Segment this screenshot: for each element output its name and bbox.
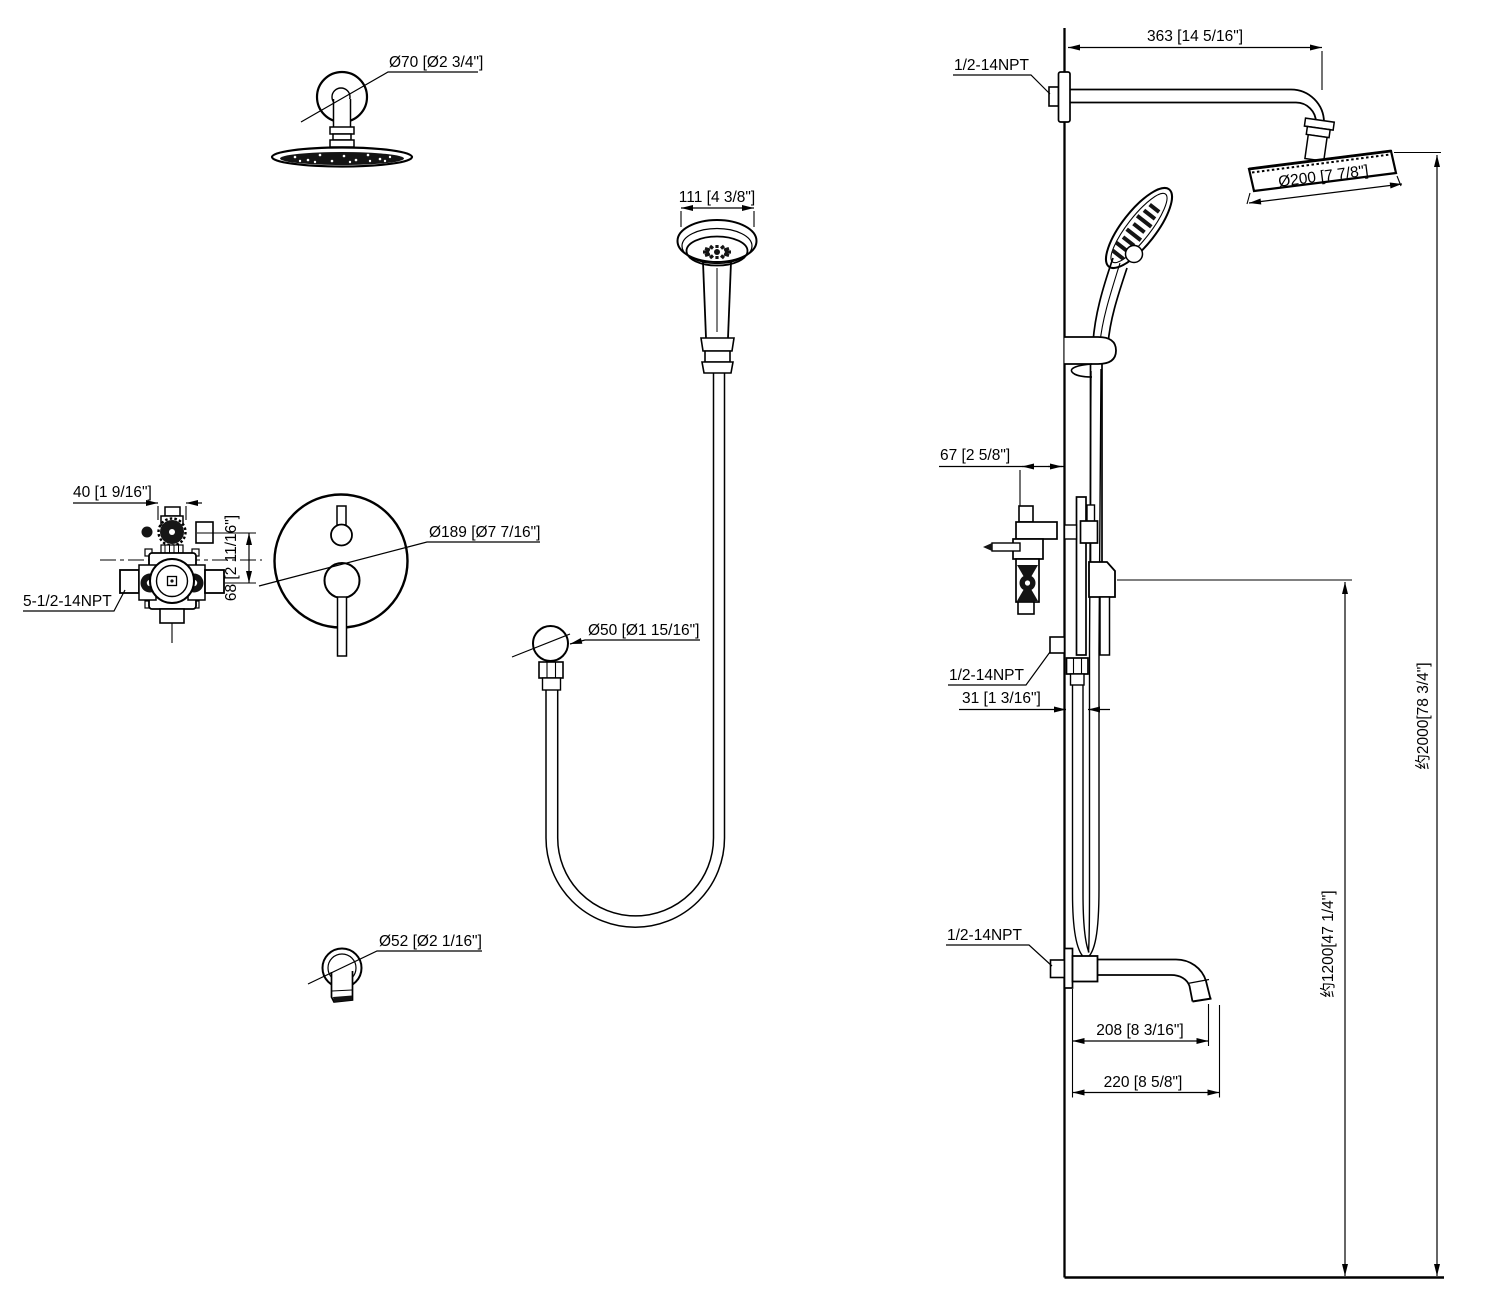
- shower-arm: [1048, 71, 1336, 162]
- label-valve-thread: 5-1/2-14NPT: [23, 593, 112, 610]
- hose-elbow-detail-view: Ø50 [Ø1 15/16"]: [511, 622, 700, 838]
- dim-hand-shower-width: 111 [4 3/8"]: [679, 189, 755, 206]
- dim-valve-width: 40 [1 9/16"]: [73, 484, 152, 501]
- hand-shower-detail-view: 111 [4 3/8"]: [545, 189, 758, 928]
- dim-hose-offset: 31 [1 3/16"]: [962, 690, 1041, 707]
- rough-in-valve-detail-view: 40 [1 9/16"] 68 [2 11/16"] 5-1/2-14NPT: [23, 484, 262, 643]
- spray-wedges: [703, 244, 731, 260]
- dim-spout-reach: 208 [8 3/16"]: [1096, 1022, 1183, 1039]
- dim-overall-height: 约2000[78 3/4"]: [1414, 662, 1432, 769]
- dim-arm-length: 363 [14 5/16"]: [1147, 28, 1243, 45]
- label-spout-thread: 1/2-14NPT: [947, 927, 1022, 944]
- dim-trim-plate-diameter: Ø189 [Ø7 7/16"]: [429, 524, 541, 541]
- dim-rain-head-flange-diameter: Ø70 [Ø2 3/4"]: [389, 54, 483, 71]
- tub-spout-detail-view: Ø52 [Ø2 1/16"]: [307, 933, 482, 1003]
- assembly-side-view: 363 [14 5/16"] 1/2-14NPT Ø200 [7 7/8"] 约…: [939, 28, 1444, 1279]
- tub-spout-assembly: [1049, 947, 1212, 1003]
- dim-hose-elbow-diameter: Ø50 [Ø1 15/16"]: [588, 622, 700, 639]
- dim-spout-overall: 220 [8 5/8"]: [1104, 1074, 1183, 1091]
- valve-side-view: [983, 496, 1116, 686]
- hose-drape: [1071, 368, 1102, 960]
- dim-valve-depth: 67 [2 5/8"]: [940, 447, 1010, 464]
- dim-hose-drop-height: 约1200[47 1/4"]: [1319, 890, 1337, 997]
- trim-plate-detail-view: Ø189 [Ø7 7/16"]: [258, 493, 541, 657]
- label-arm-thread: 1/2-14NPT: [954, 57, 1029, 74]
- nozzle-dots: [293, 153, 392, 164]
- hand-shower-assembly: [1092, 186, 1174, 345]
- rain-shower-head-detail-view: Ø70 [Ø2 3/4"]: [270, 54, 483, 168]
- dim-valve-height: 68 [2 11/16"]: [223, 515, 240, 601]
- dim-spout-diameter: Ø52 [Ø2 1/16"]: [379, 933, 482, 950]
- label-outlet-thread: 1/2-14NPT: [949, 667, 1024, 684]
